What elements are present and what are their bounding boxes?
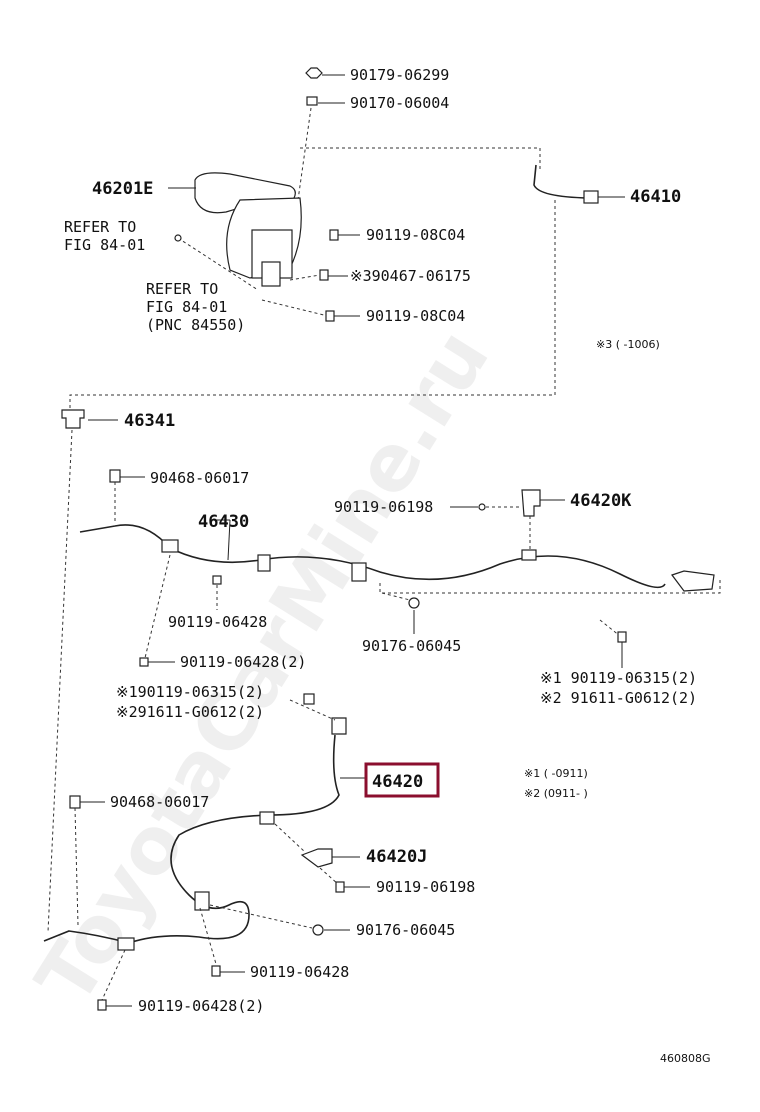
note-3: ※3 ( -1006) [596,338,660,351]
refer-fig-2: FIG 84-01 [146,298,227,316]
label-90119-08C04-b: 90119-08C04 [366,307,465,325]
rear-cable-46420 [43,693,365,951]
bolt-90170-06004 [306,96,345,106]
label-r2-91611-G0612: ※2 91611-G0612(2) [540,689,697,707]
label-90176-06045-b: 90176-06045 [356,921,455,939]
label-90119-06198-b: 90119-06198 [376,878,475,896]
label-90119-06428-2b: 90119-06428(2) [138,997,264,1015]
label-r1-90119-06315: ※1 90119-06315(2) [540,669,697,687]
label-46420K: 46420K [570,491,632,511]
label-90179-06299: 90179-06299 [350,66,449,84]
label-46420: 46420 [372,772,423,792]
label-46430: 46430 [198,512,249,532]
nut-90179-06299 [305,67,345,79]
note-1: ※1 ( -0911) [524,767,588,780]
refer-to-1: REFER TO [64,218,136,236]
label-90119-08C04-a: 90119-08C04 [366,226,465,244]
label-l1-90119-06315: ※190119-06315(2) [116,683,264,701]
label-46201E: 46201E [92,179,153,199]
cable-46410 [533,164,625,204]
label-90468-06017-b: 90468-06017 [110,793,209,811]
label-90119-06428-b: 90119-06428 [250,963,349,981]
highlight-box-46420 [364,762,440,798]
label-90176-06045-a: 90176-06045 [362,637,461,655]
label-90119-06198-a: 90119-06198 [334,498,433,516]
label-46410: 46410 [630,187,681,207]
equalizer-46341 [61,409,118,429]
label-90467-06175: ※390467-06175 [350,267,471,285]
rear-cable-46430 [79,469,715,592]
bracket-46420J [274,823,370,893]
label-46420J: 46420J [366,847,427,867]
label-46341: 46341 [124,411,175,431]
refer-fig-1: FIG 84-01 [64,236,145,254]
bracket-46420K [450,489,565,552]
label-90119-06428-a: 90119-06428 [168,613,267,631]
label-90170-06004: 90170-06004 [350,94,449,112]
label-90119-06428-2a: 90119-06428(2) [180,653,306,671]
parking-brake-lever-46201E [168,172,302,287]
note-2: ※2 (0911- ) [524,787,588,800]
diagram-code: 460808G [660,1052,711,1065]
label-90468-06017-a: 90468-06017 [150,469,249,487]
label-l2-91611-G0612: ※291611-G0612(2) [116,703,264,721]
refer-to-2: REFER TO [146,280,218,298]
refer-pnc-2: (PNC 84550) [146,316,245,334]
